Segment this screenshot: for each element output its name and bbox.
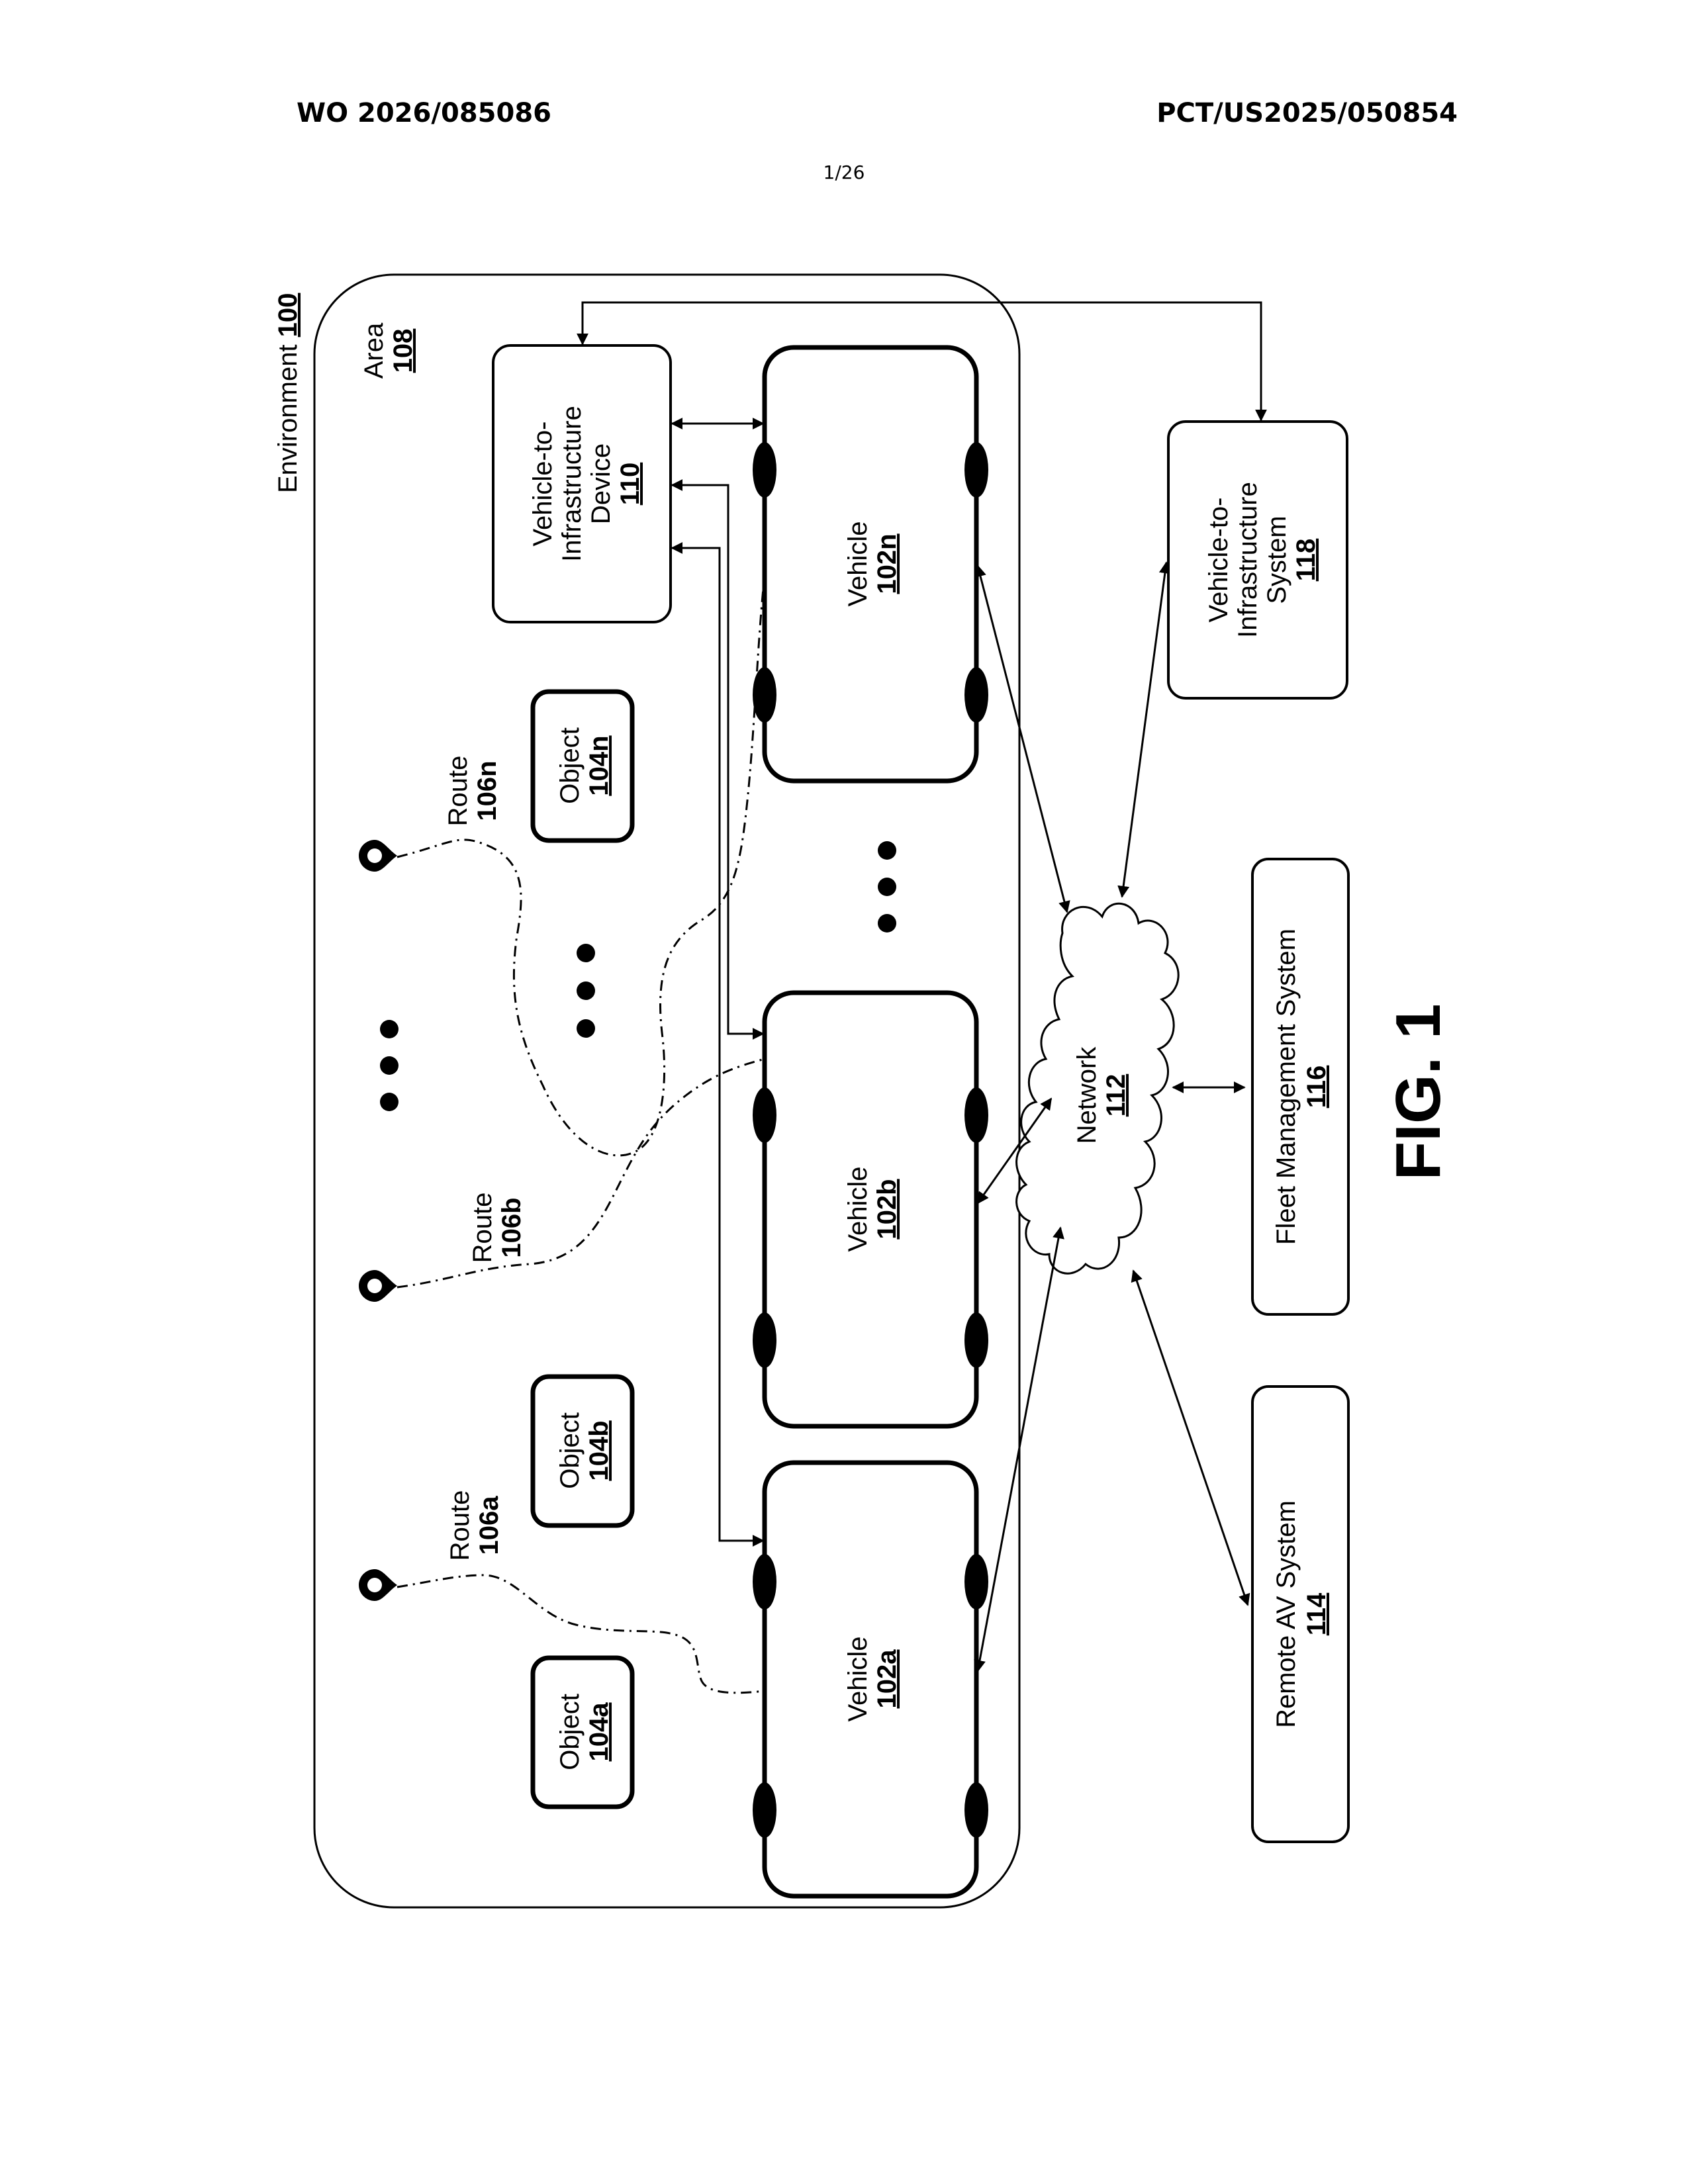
- svg-text:Infrastructure: Infrastructure: [557, 406, 586, 562]
- object-label-104a: Object 104a: [555, 1694, 614, 1770]
- svg-text:104a: 104a: [585, 1702, 614, 1762]
- svg-text:Object: Object: [555, 1694, 585, 1770]
- connector-network-remote-av: [1133, 1271, 1248, 1605]
- vehicle-102n: Vehicle 102n: [753, 347, 988, 781]
- svg-text:Area: Area: [359, 322, 389, 379]
- svg-text:116: 116: [1302, 1066, 1331, 1109]
- svg-text:102a: 102a: [872, 1649, 902, 1709]
- svg-text:Network: Network: [1072, 1046, 1102, 1144]
- route-path-106b: [397, 1059, 765, 1287]
- ellipsis-dots-pins: [380, 1020, 399, 1111]
- svg-text:System: System: [1262, 516, 1291, 604]
- svg-text:104n: 104n: [585, 735, 614, 796]
- svg-text:FIG. 1: FIG. 1: [1383, 1004, 1454, 1181]
- svg-text:102b: 102b: [872, 1179, 902, 1239]
- route-pin-icon-106a: [359, 1569, 397, 1601]
- route-label-106a: Route 106a: [445, 1490, 504, 1561]
- svg-text:Vehicle: Vehicle: [843, 1637, 872, 1722]
- wheel: [964, 667, 988, 723]
- svg-text:Route: Route: [444, 756, 473, 827]
- svg-text:Vehicle: Vehicle: [843, 1167, 872, 1252]
- svg-text:108: 108: [389, 329, 418, 373]
- vehicle-102b: Vehicle 102b: [753, 993, 988, 1426]
- svg-text:114: 114: [1302, 1592, 1331, 1635]
- svg-text:Route: Route: [468, 1193, 497, 1263]
- figure-label: FIG. 1: [1383, 1004, 1454, 1181]
- svg-text:Object: Object: [555, 727, 585, 804]
- wheel: [753, 1087, 776, 1143]
- wheel: [964, 442, 988, 498]
- svg-text:Infrastructure: Infrastructure: [1233, 482, 1262, 638]
- wheel: [964, 1087, 988, 1143]
- route-path-106n: [397, 576, 765, 1156]
- svg-text:112: 112: [1102, 1074, 1131, 1117]
- svg-text:Remote AV System: Remote AV System: [1272, 1500, 1301, 1728]
- svg-text:Object: Object: [555, 1412, 585, 1489]
- route-label-106b: Route 106b: [468, 1193, 526, 1263]
- wheel: [753, 667, 776, 723]
- svg-text:Vehicle-to-: Vehicle-to-: [1204, 498, 1233, 623]
- vehicle-label-102b: Vehicle 102b: [843, 1167, 902, 1252]
- route-pin-icon-106n: [359, 840, 397, 872]
- wheel: [964, 1554, 988, 1610]
- wheel: [753, 1782, 776, 1838]
- object-label-104b: Object 104b: [555, 1412, 614, 1489]
- ellipsis-dots-vehicles: [878, 841, 896, 933]
- ellipsis-dots-routes: [577, 944, 595, 1038]
- environment-label: Environment 100: [273, 293, 303, 493]
- wheel: [964, 1312, 988, 1368]
- vehicle-label-102n: Vehicle 102n: [843, 522, 902, 607]
- area-label: Area 108: [359, 322, 418, 379]
- wheel: [753, 1554, 776, 1610]
- svg-text:110: 110: [616, 463, 645, 506]
- route-label-106n: Route 106n: [444, 756, 502, 827]
- connector-v2i-vehicle-102b: [672, 485, 763, 1034]
- svg-text:Environment 100: Environment 100: [273, 293, 303, 493]
- svg-text:106b: 106b: [497, 1197, 526, 1257]
- vehicle-102a: Vehicle 102a: [753, 1463, 988, 1896]
- svg-text:106n: 106n: [473, 760, 502, 821]
- object-label-104n: Object 104n: [555, 727, 614, 804]
- svg-text:Vehicle: Vehicle: [843, 522, 872, 607]
- connector-v2i-vehicle-102a: [672, 548, 763, 1541]
- svg-text:102n: 102n: [872, 533, 902, 594]
- svg-text:Vehicle-to-: Vehicle-to-: [528, 422, 557, 547]
- wheel: [964, 1782, 988, 1838]
- wheel: [753, 1312, 776, 1368]
- svg-text:106a: 106a: [475, 1496, 504, 1555]
- route-pin-icon-106b: [359, 1270, 397, 1302]
- connector-network-v2i-system: [1122, 563, 1166, 897]
- svg-text:118: 118: [1291, 539, 1321, 582]
- svg-text:Fleet Management System: Fleet Management System: [1272, 929, 1301, 1245]
- wheel: [753, 442, 776, 498]
- svg-text:Route: Route: [445, 1490, 475, 1561]
- connector-vehicle-102n-network: [978, 566, 1067, 912]
- svg-text:Device: Device: [586, 443, 616, 524]
- svg-text:104b: 104b: [585, 1420, 614, 1480]
